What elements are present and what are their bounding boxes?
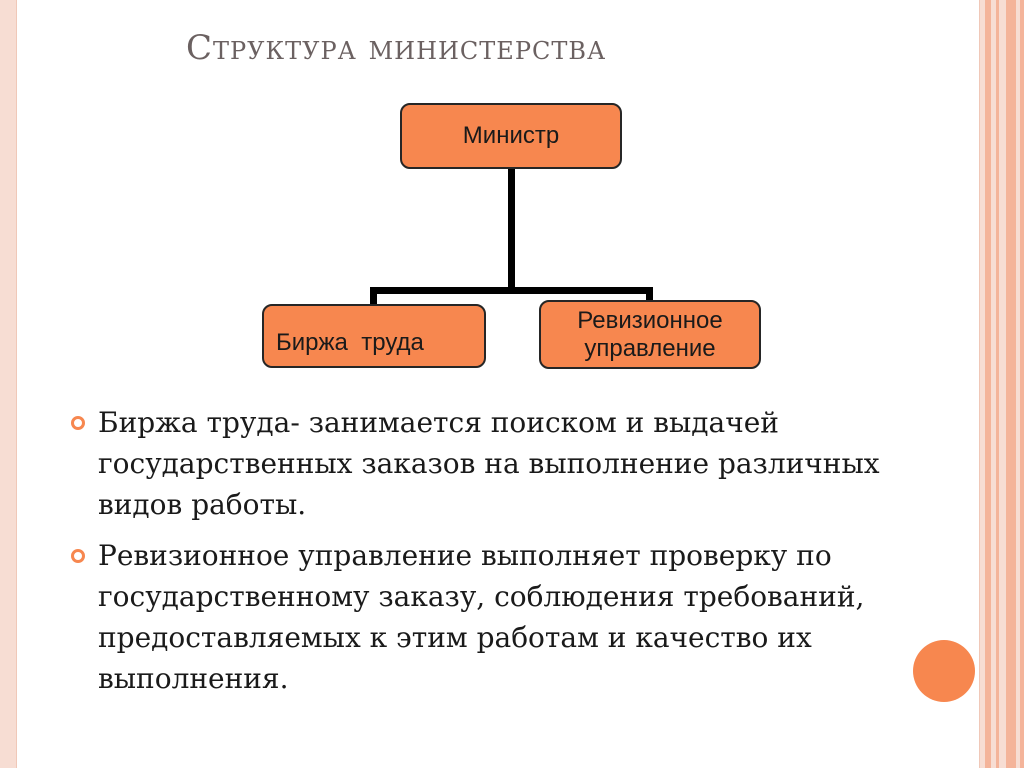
node-label-line: управление (584, 334, 716, 362)
bullet-icon (71, 416, 85, 430)
decorative-stripe (1006, 0, 1016, 768)
decorative-stripe (985, 0, 991, 768)
bullet-list: Биржа труда- занимается поиском и выдаче… (64, 402, 964, 709)
bullet-text: Ревизионное управление выполняет проверк… (98, 539, 865, 695)
org-node-labor-exchange: Биржа труда (262, 304, 486, 368)
connector-line (508, 169, 515, 293)
connector-line (370, 287, 653, 294)
connector-line (646, 287, 653, 302)
bullet-item: Ревизионное управление выполняет проверк… (64, 535, 964, 699)
title-text: Структура министерства (186, 28, 607, 68)
bullet-text: Биржа труда- занимается поиском и выдаче… (98, 406, 880, 521)
node-label-line: Ревизионное (577, 306, 723, 334)
org-node-audit-department: Ревизионное управление (539, 300, 761, 369)
decorative-stripe (996, 0, 999, 768)
connector-line (370, 287, 377, 305)
org-chart: Министр Биржа труда Ревизионное управлен… (262, 103, 761, 369)
bullet-icon (71, 549, 85, 563)
bullet-item: Биржа труда- занимается поиском и выдаче… (64, 402, 964, 525)
decorative-circle (913, 640, 975, 702)
slide-title: Структура министерства (186, 28, 886, 68)
decorative-stripe (1020, 0, 1024, 768)
org-node-minister: Министр (400, 103, 622, 169)
node-label: Биржа труда (276, 329, 424, 356)
node-label: Министр (462, 122, 560, 149)
